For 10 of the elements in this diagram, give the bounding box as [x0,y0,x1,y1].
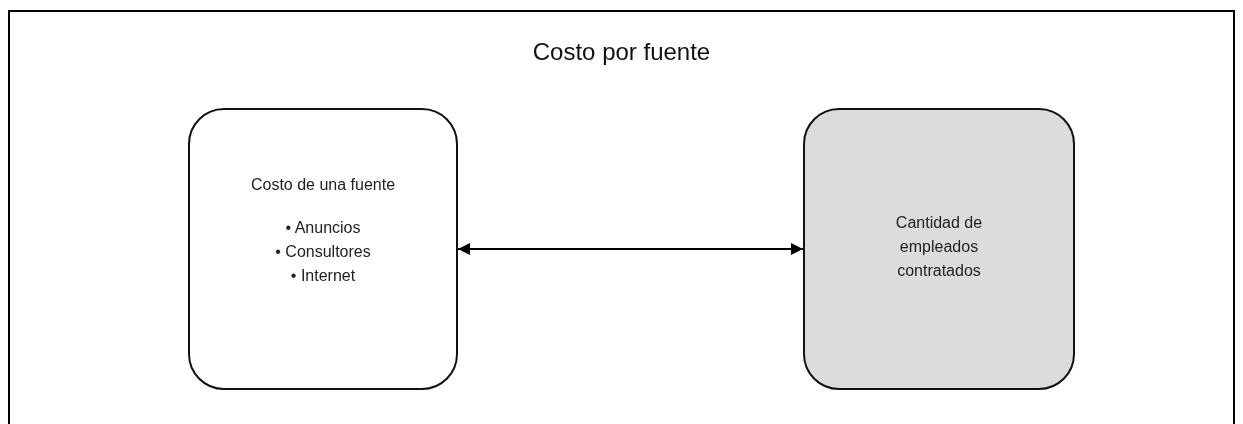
frame-heading: Costo por fuente [531,38,712,66]
box-heading: Costo de una fuente [250,176,396,194]
rounded-box [188,108,458,390]
rounded-box [803,108,1075,390]
double-arrow [457,243,804,255]
bullet-item: • Internet [290,266,356,286]
box-text: Cantidad de empleados contratados [894,213,984,281]
bullet-item: • Consultores [275,242,371,262]
frame [8,10,1235,424]
bullet-item: • Anuncios [285,218,361,238]
